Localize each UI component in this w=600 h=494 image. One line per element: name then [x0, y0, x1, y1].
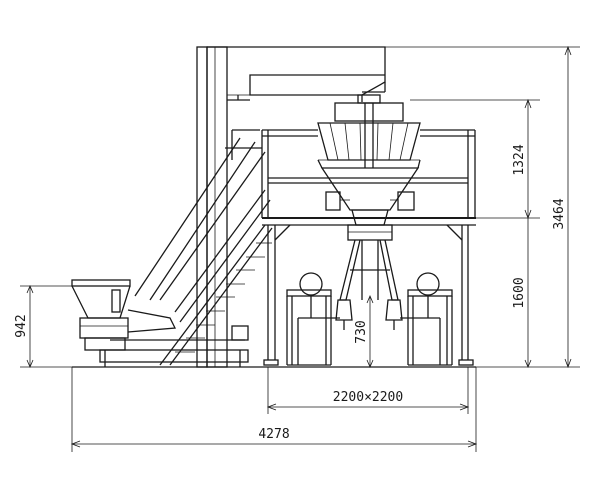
packaging-machine — [335, 239, 403, 330]
vibrating-feeder — [71, 279, 249, 367]
dim-total-height: 3464 — [552, 198, 567, 229]
dim-conveyor-height: 942 — [14, 314, 29, 337]
dim-total-length: 4278 — [258, 427, 289, 442]
dim-table-height: 730 — [354, 320, 369, 343]
dimension-lines — [20, 45, 580, 452]
dim-platform-height: 1600 — [512, 277, 527, 308]
working-platform — [261, 129, 476, 366]
multihead-weigher — [317, 94, 421, 241]
dim-upper-height: 1324 — [512, 144, 527, 175]
dim-platform-size: 2200×2200 — [333, 390, 403, 405]
operator-tables — [286, 272, 453, 366]
inclined-conveyor — [134, 129, 266, 301]
staircase — [159, 189, 273, 366]
